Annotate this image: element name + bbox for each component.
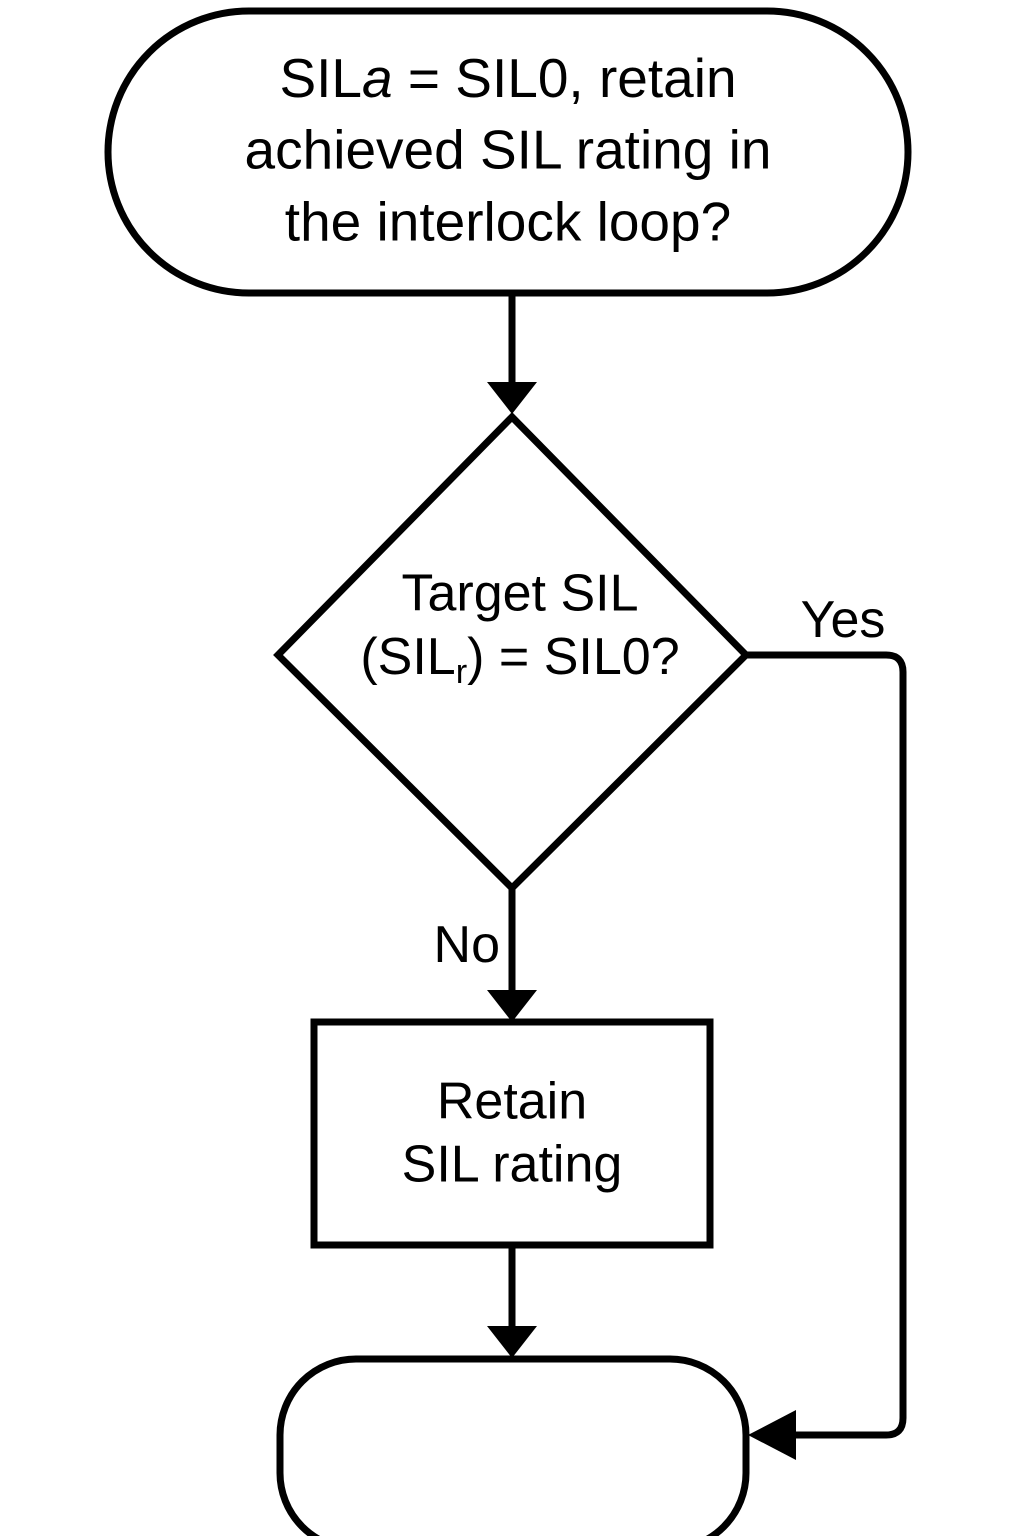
start-stadium-shape: [104, 7, 912, 297]
action-rectangle-shape: [310, 1018, 714, 1249]
node-start[interactable]: SILa = SIL0, retain achieved SIL rating …: [104, 7, 912, 297]
edge-label-no: No: [434, 916, 500, 974]
decision-node-line-2: (SILr) = SIL0?: [360, 628, 679, 691]
edge-action-to-end: [487, 1245, 537, 1358]
start-node-line-1: SILa = SIL0, retain: [279, 47, 736, 109]
node-action[interactable]: Retain SIL rating: [310, 1018, 714, 1249]
start-line1-post: = SIL0, retain: [393, 47, 737, 109]
action-node-line-1: Retain: [437, 1073, 587, 1131]
edge-start-to-decision: [487, 293, 537, 414]
edge-start-to-decision-arrowhead: [487, 382, 537, 414]
edge-decision-yes-line: [746, 651, 907, 1439]
decision-line2-pre: (SIL: [360, 628, 455, 686]
edge-decision-no-arrowhead: [487, 990, 537, 1022]
start-node-line-2: achieved SIL rating in: [245, 119, 772, 181]
edge-label-yes: Yes: [801, 591, 886, 649]
edge-decision-yes-arrowhead: [748, 1410, 796, 1460]
decision-line2-subscript: r: [456, 653, 467, 691]
edge-decision-no: No: [434, 888, 537, 1022]
edge-decision-yes: Yes: [746, 591, 907, 1460]
node-end[interactable]: [276, 1355, 750, 1536]
decision-line2-post: ) = SIL0?: [467, 628, 679, 686]
start-line1-pre: SIL: [279, 47, 362, 109]
action-node-line-2: SIL rating: [402, 1136, 623, 1194]
edge-action-to-end-arrowhead: [487, 1326, 537, 1358]
start-line1-var: a: [362, 47, 393, 109]
node-decision[interactable]: Target SIL (SILr) = SIL0?: [273, 412, 751, 893]
end-stadium-shape: [276, 1355, 750, 1536]
decision-node-line-1: Target SIL: [401, 565, 638, 623]
start-node-line-3: the interlock loop?: [285, 191, 731, 253]
